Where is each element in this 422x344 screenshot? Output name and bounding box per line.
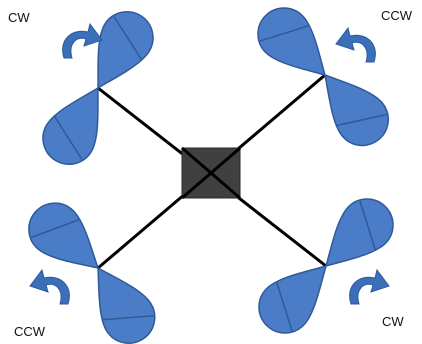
clockwise-arrow-icon [63, 24, 102, 58]
rotor-direction-label: CW [382, 314, 404, 329]
counter-clockwise-arrow-icon [30, 270, 69, 304]
rotor-direction-label: CW [8, 10, 30, 25]
clockwise-arrow-icon [350, 270, 389, 304]
rotor-top-left: CW [8, 2, 163, 173]
rotor-bottom-left: CCW [14, 192, 165, 344]
rotor-direction-label: CCW [14, 324, 46, 339]
rotor-top-right: CCW [247, 0, 413, 156]
propeller-blade [75, 2, 162, 101]
counter-clockwise-arrow-icon [336, 28, 375, 62]
rotor-direction-label: CCW [381, 8, 413, 23]
rotor-bottom-right: CW [248, 188, 404, 344]
propeller-blade [76, 254, 165, 344]
propeller-blade [33, 75, 120, 174]
